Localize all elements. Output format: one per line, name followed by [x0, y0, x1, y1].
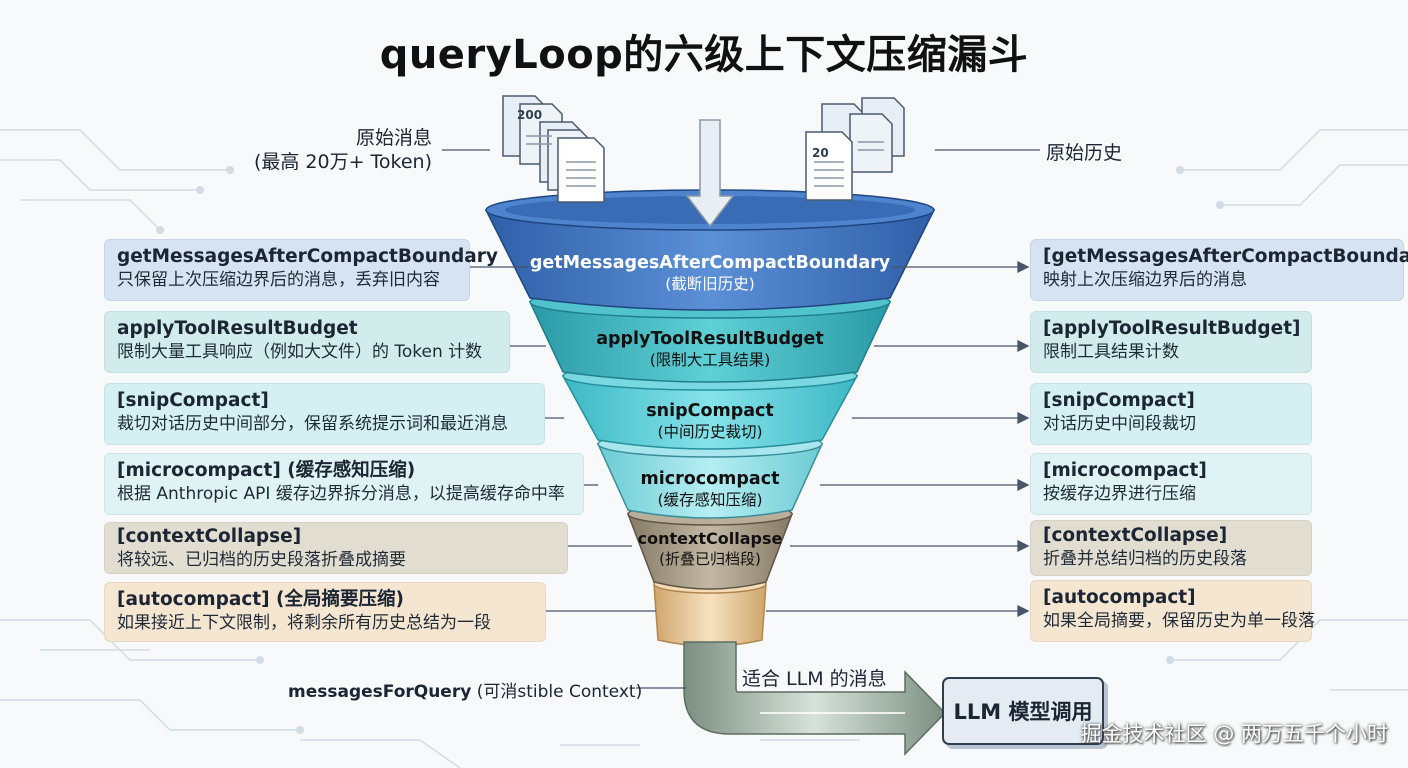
messages-for-query-name: messagesForQuery: [288, 682, 472, 702]
left-box-getmessages: getMessagesAfterCompactBoundary 只保留上次压缩边…: [104, 239, 498, 301]
funnel-label-applytoolresultbudget: applyToolResultBudget (限制大工具结果): [530, 328, 890, 371]
right-box-getmessages: [getMessagesAfterCompactBoundary] 映射上次压缩…: [1030, 239, 1408, 301]
funnel-stage-microcompact: [596, 443, 824, 519]
box-desc: 如果全局摘要，保留历史为单一段落: [1043, 611, 1315, 631]
box-title: [microcompact]: [1043, 460, 1207, 481]
box-desc: 对话历史中间段裁切: [1043, 414, 1196, 434]
box-title: [getMessagesAfterCompactBoundary]: [1043, 246, 1408, 267]
right-box-applytoolresultbudget: [applyToolResultBudget] 限制工具结果计数: [1030, 311, 1312, 373]
input-arrow: [685, 119, 735, 228]
box-desc: 如果接近上下文限制，将剩余所有历史总结为一段: [117, 613, 491, 633]
box-desc: 根据 Anthropic API 缓存边界拆分消息，以提高缓存命中率: [117, 484, 565, 504]
box-title: [applyToolResultBudget]: [1043, 318, 1301, 339]
funnel-subtitle: (限制大工具结果): [649, 351, 771, 369]
funnel-stage-contextcollapse: [626, 513, 794, 590]
right-doc-number: 20: [812, 146, 829, 160]
funnel-subtitle: (缓存感知压缩): [657, 491, 763, 509]
box-title: [contextCollapse]: [1043, 525, 1228, 546]
box-title: [autocompact]: [1043, 587, 1196, 608]
document-stack-right-icon: [805, 97, 905, 201]
original-messages-label: 原始消息 (最高 20万+ Token): [240, 126, 432, 174]
left-box-snipcompact: [snipCompact] 裁切对话历史中间部分，保留系统提示词和最近消息: [104, 383, 545, 445]
funnel-subtitle: (折叠已归档段): [659, 550, 761, 568]
box-desc: 裁切对话历史中间部分，保留系统提示词和最近消息: [117, 414, 508, 434]
box-title: [snipCompact]: [117, 390, 269, 411]
funnel-label-contextcollapse: contextCollapse (折叠已归档段): [620, 529, 800, 569]
box-desc: 映射上次压缩边界后的消息: [1043, 270, 1247, 290]
funnel-label-microcompact: microcompact (缓存感知压缩): [590, 468, 830, 511]
funnel-stage-snipcompact: [561, 375, 859, 450]
box-title: [autocompact] (全局摘要压缩): [117, 589, 404, 610]
left-box-autocompact: [autocompact] (全局摘要压缩) 如果接近上下文限制，将剩余所有历史…: [104, 582, 546, 642]
left-doc-number: 200: [517, 108, 543, 122]
messages-for-query-note: (可消stible Context): [471, 682, 643, 702]
original-messages-line2: (最高 20万+ Token): [253, 151, 432, 173]
right-box-microcompact: [microcompact] 按缓存边界进行压缩: [1030, 453, 1312, 515]
box-desc: 将较远、已归档的历史段落折叠成摘要: [117, 550, 406, 570]
original-messages-line1: 原始消息: [355, 127, 432, 149]
box-desc: 限制大量工具响应（例如大文件）的 Token 计数: [117, 342, 483, 362]
box-title: [contextCollapse]: [117, 526, 302, 547]
funnel-subtitle: (截断旧历史): [665, 275, 755, 293]
funnel-title: contextCollapse: [637, 529, 783, 548]
page-title: queryLoop的六级上下文压缩漏斗: [379, 32, 1029, 78]
left-box-applytoolresultbudget: applyToolResultBudget 限制大量工具响应（例如大文件）的 T…: [104, 311, 510, 373]
output-pipe: [683, 641, 947, 756]
box-desc: 限制工具结果计数: [1043, 342, 1179, 362]
document-stack-left-icon: [502, 95, 605, 203]
llm-messages-label: 适合 LLM 的消息: [742, 668, 887, 690]
connector-lines: [442, 149, 1040, 689]
box-title: [microcompact] (缓存感知压缩): [117, 460, 416, 481]
box-title: [snipCompact]: [1043, 390, 1195, 411]
funnel-label-snipcompact: snipCompact (中间历史裁切): [560, 400, 860, 443]
messages-for-query-label: messagesForQuery (可消stible Context): [288, 677, 642, 702]
right-box-contextcollapse: [contextCollapse] 折叠并总结归档的历史段落: [1030, 520, 1312, 576]
funnel-title: getMessagesAfterCompactBoundary: [529, 253, 891, 273]
box-title: applyToolResultBudget: [117, 318, 358, 339]
left-box-microcompact: [microcompact] (缓存感知压缩) 根据 Anthropic API…: [104, 453, 584, 515]
funnel-stage-getmessages: [484, 209, 936, 311]
box-title: getMessagesAfterCompactBoundary: [117, 246, 498, 267]
funnel-subtitle: (中间历史裁切): [657, 423, 763, 441]
funnel-label-getmessages: getMessagesAfterCompactBoundary (截断旧历史): [510, 252, 910, 295]
funnel-title: applyToolResultBudget: [596, 329, 824, 349]
box-desc: 按缓存边界进行压缩: [1043, 484, 1196, 504]
funnel-title: snipCompact: [646, 401, 774, 421]
right-box-snipcompact: [snipCompact] 对话历史中间段裁切: [1030, 383, 1312, 445]
llm-call-box: LLM 模型调用: [942, 677, 1104, 745]
original-history-label: 原始历史: [1046, 142, 1123, 164]
right-box-autocompact: [autocompact] 如果全局摘要，保留历史为单一段落: [1030, 580, 1315, 642]
watermark: 掘金技术社区 @ 两万五千个小时: [1080, 722, 1388, 746]
funnel-title: microcompact: [640, 469, 780, 489]
box-desc: 折叠并总结归档的历史段落: [1043, 549, 1247, 569]
left-box-contextcollapse: [contextCollapse] 将较远、已归档的历史段落折叠成摘要: [104, 522, 568, 574]
box-desc: 只保留上次压缩边界后的消息，丢弃旧内容: [117, 270, 440, 290]
funnel-stage-applytoolresultbudget: [528, 301, 892, 383]
